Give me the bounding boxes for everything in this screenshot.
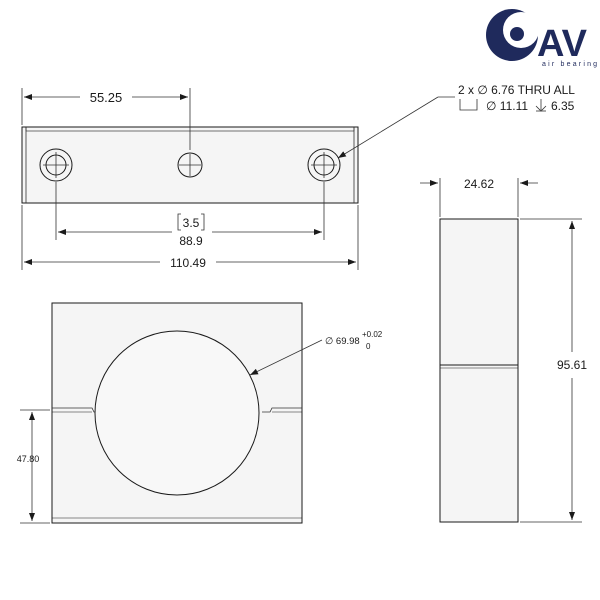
depth-symbol bbox=[535, 99, 547, 112]
side-block-outline bbox=[439, 218, 519, 523]
counterbore-symbol bbox=[459, 99, 478, 111]
dim-center-height-value: 47.80 bbox=[17, 454, 40, 464]
callout-depth: 6.35 bbox=[551, 99, 575, 113]
logo-tagline: air bearing bbox=[542, 61, 599, 68]
dim-height: 95.61 bbox=[520, 218, 587, 523]
dim-bracket-inch: 3.5 bbox=[183, 216, 200, 230]
top-view: 55.25 2 x ∅ 6.76 THRU ALL ∅ 11.11 6.35 3 bbox=[21, 83, 575, 270]
dim-overall-length: 110.49 bbox=[21, 205, 359, 270]
counterbore-hole-right bbox=[307, 148, 341, 182]
dim-overall-length-value: 110.49 bbox=[170, 256, 206, 270]
dim-bore-tol-upper: +0.02 bbox=[362, 330, 383, 339]
dim-bore: ∅ 69.98 +0.02 0 bbox=[249, 330, 383, 376]
side-view: 24.62 95.61 bbox=[420, 177, 587, 523]
front-view: ∅ 69.98 +0.02 0 47.80 bbox=[17, 302, 383, 524]
dim-bore-value: ∅ 69.98 bbox=[325, 336, 360, 347]
callout-cbore: ∅ 11.11 bbox=[486, 99, 528, 113]
dim-height-value: 95.61 bbox=[557, 358, 587, 372]
dim-hole-offset-value: 55.25 bbox=[90, 90, 123, 105]
logo-brand: AV bbox=[537, 23, 588, 65]
dim-thickness: 24.62 bbox=[420, 177, 538, 217]
hole-callout: 2 x ∅ 6.76 THRU ALL ∅ 11.11 6.35 bbox=[337, 83, 575, 159]
through-hole-center bbox=[177, 152, 203, 178]
dim-hole-spacing-value: 88.9 bbox=[179, 234, 203, 248]
dim-thickness-value: 24.62 bbox=[464, 177, 494, 191]
bore-circle bbox=[94, 330, 260, 496]
dim-hole-spacing: 3.5 88.9 bbox=[55, 182, 325, 248]
counterbore-hole-left bbox=[39, 148, 73, 182]
company-logo: AV air bearing bbox=[486, 9, 599, 68]
dim-hole-offset: 55.25 bbox=[21, 88, 191, 150]
dim-bore-tol-lower: 0 bbox=[366, 342, 371, 351]
callout-line1: 2 x ∅ 6.76 THRU ALL bbox=[458, 83, 575, 97]
dim-center-height: 47.80 bbox=[17, 409, 50, 524]
